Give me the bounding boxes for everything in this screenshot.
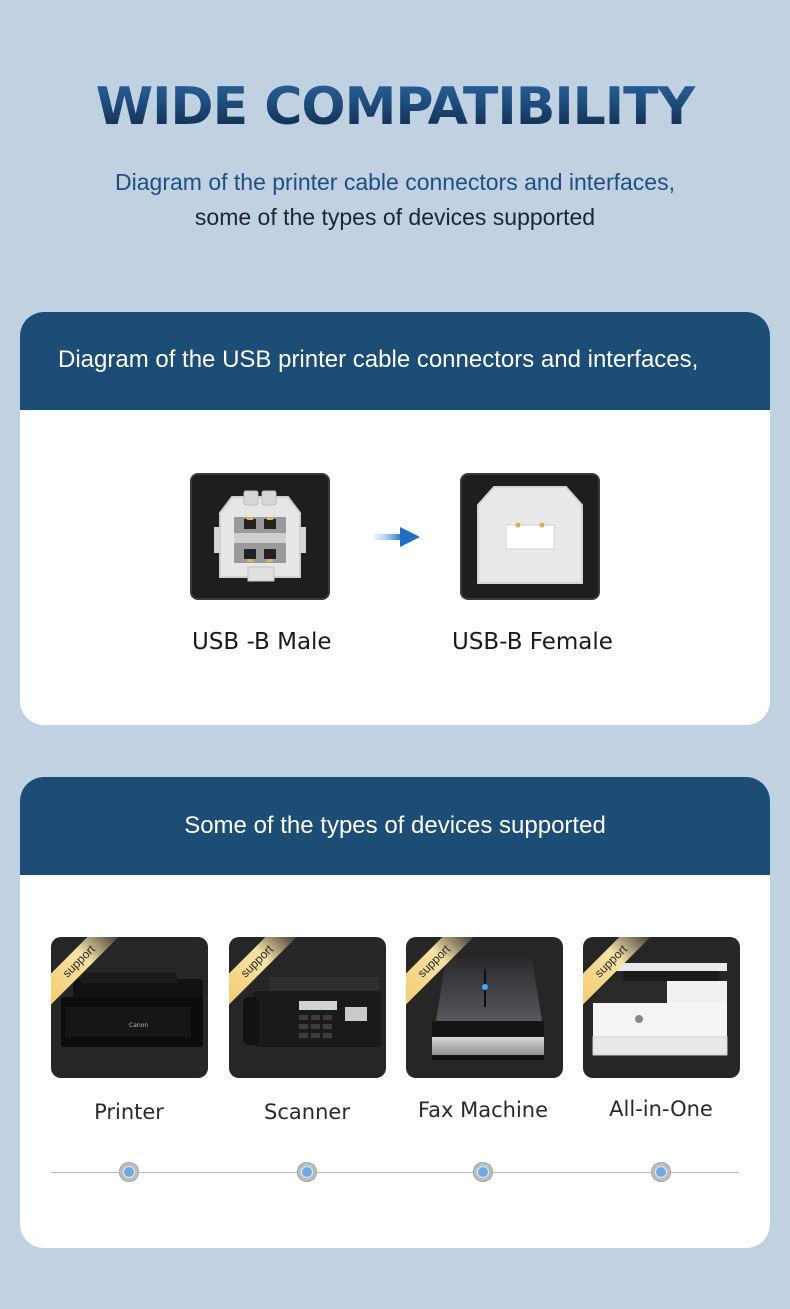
connectors-card: Diagram of the USB printer cable connect… [20,312,770,725]
device-label-printer: Printer [94,1100,164,1124]
multifunction-printer-image: support [583,937,740,1078]
arrow-right-icon [374,527,420,547]
timeline-dot-icon [297,1162,317,1182]
device-label-all-in-one: All-in-One [609,1097,713,1121]
fax-machine-image: support [229,937,386,1078]
devices-card-header: Some of the types of devices supported [20,777,770,875]
timeline-dot-icon [651,1162,671,1182]
usb-b-female-label: USB-B Female [452,629,613,655]
timeline-line [51,1172,739,1173]
page-subtitle-line1: Diagram of the printer cable connectors … [115,169,675,195]
timeline-dot-icon [473,1162,493,1182]
flatbed-scanner-image: support [406,937,563,1078]
devices-card: Some of the types of devices supported C… [20,777,770,1248]
device-label-scanner: Scanner [264,1100,350,1124]
usb-b-female-connector-icon [460,473,600,600]
device-label-fax-machine: Fax Machine [417,1098,549,1122]
page-subtitle-line2: some of the types of devices supported [194,204,596,230]
usb-b-male-label: USB -B Male [192,629,332,655]
svg-text:Canon: Canon [129,1022,148,1029]
connectors-card-header: Diagram of the USB printer cable connect… [20,312,770,410]
page-title: WIDE COMPATIBILITY [0,72,790,142]
usb-b-male-connector-icon [190,473,330,600]
printer-image: Canon support [51,937,208,1078]
timeline-dot-icon [119,1162,139,1182]
